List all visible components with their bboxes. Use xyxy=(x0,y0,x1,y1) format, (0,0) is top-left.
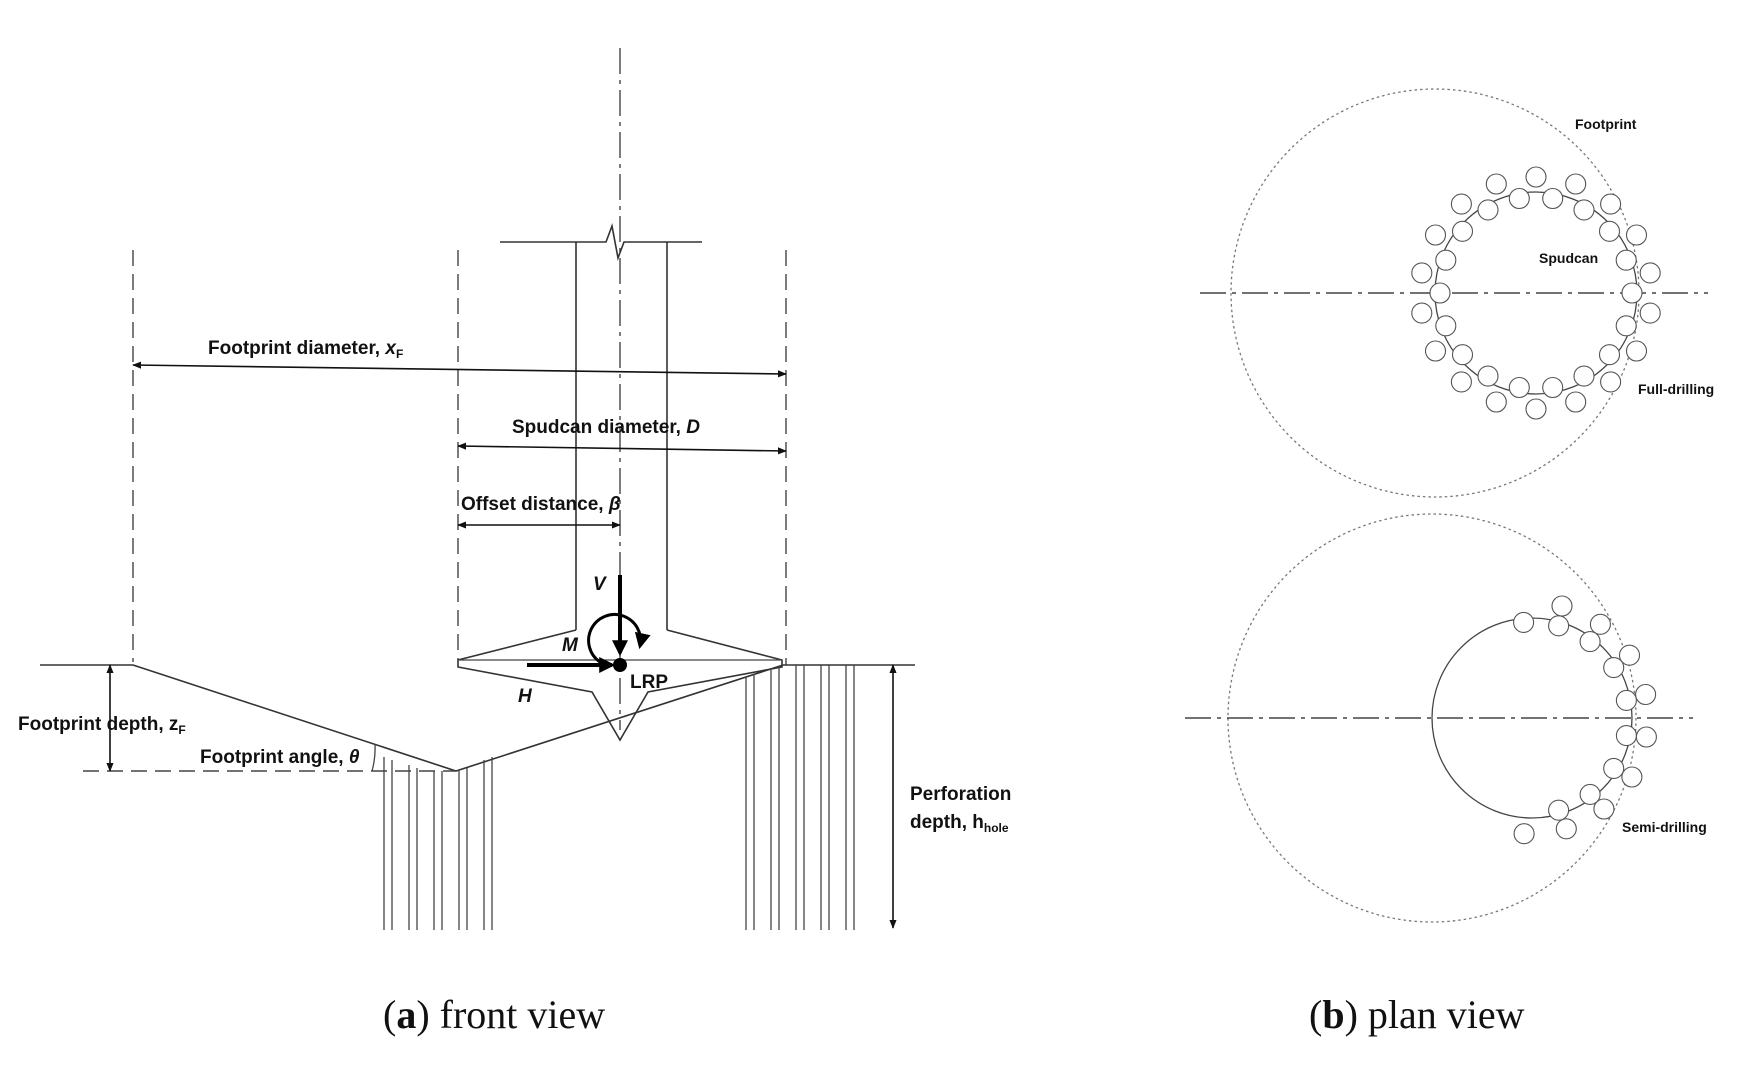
load-reference-point xyxy=(613,658,627,672)
moment-label: M xyxy=(562,635,579,656)
perforation-hole xyxy=(1565,391,1587,413)
footprint-angle-arc xyxy=(371,743,376,772)
moment-arrow xyxy=(587,612,651,664)
perforation-holes-full xyxy=(1411,166,1661,420)
perforation-hole xyxy=(1450,371,1472,393)
spudcan-diameter-arrow xyxy=(457,442,787,455)
perforation-depth-label-line1: Perforation xyxy=(910,784,1011,805)
perforation-lines-right xyxy=(745,665,855,930)
perforation-hole xyxy=(1542,376,1564,399)
perforation-hole xyxy=(1451,344,1474,366)
spudcan-label: Spudcan xyxy=(1539,250,1598,266)
perforation-hole xyxy=(1573,365,1595,387)
perforation-hole xyxy=(1485,391,1507,413)
perforation-hole xyxy=(1593,798,1615,820)
lrp-label: LRP xyxy=(630,672,668,693)
perforation-hole xyxy=(1424,340,1447,362)
perforation-hole xyxy=(1525,398,1547,420)
perforation-hole xyxy=(1598,344,1621,366)
perforation-hole xyxy=(1639,302,1661,324)
perforation-hole xyxy=(1615,249,1637,271)
offset-distance-label: Offset distance, β xyxy=(461,494,621,515)
perforation-hole xyxy=(1625,340,1648,362)
perforation-hole xyxy=(1573,199,1595,221)
perforation-lines-left xyxy=(383,757,493,930)
perforation-depth-label-line2: depth, hhole xyxy=(910,812,1009,835)
perforation-hole xyxy=(1513,611,1535,633)
perforation-hole xyxy=(1450,193,1472,215)
semi-drilling-plan: Semi-drilling xyxy=(1185,513,1707,923)
perforation-hole xyxy=(1411,302,1433,324)
caption-plan-view: (b) plan view xyxy=(1309,992,1525,1037)
perforation-hole xyxy=(1513,823,1535,845)
perforation-hole xyxy=(1600,193,1622,215)
front-view-panel: Footprint diameter, xF Spudcan diameter,… xyxy=(18,48,1011,930)
plan-view-panel: Footprint Spudcan Full-drilling Semi-dri… xyxy=(1185,88,1714,923)
perforation-hole xyxy=(1615,725,1637,747)
perforation-hole xyxy=(1621,282,1643,304)
perforation-hole xyxy=(1542,187,1564,210)
perforation-hole xyxy=(1477,365,1499,387)
perforation-hole xyxy=(1435,249,1457,271)
perforation-hole xyxy=(1551,595,1573,617)
full-drilling-plan: Footprint Spudcan Full-drilling xyxy=(1200,88,1714,498)
perforation-hole xyxy=(1639,262,1661,284)
perforation-hole xyxy=(1565,173,1587,195)
perforation-hole xyxy=(1615,315,1637,337)
perforation-hole xyxy=(1600,371,1622,393)
spudcan-diameter-label: Spudcan diameter, D xyxy=(512,417,700,438)
spudcan-outline xyxy=(457,629,783,742)
perforation-hole xyxy=(1548,799,1570,821)
perforation-hole xyxy=(1603,757,1625,779)
perforation-hole xyxy=(1579,783,1601,805)
full-drilling-label: Full-drilling xyxy=(1638,381,1714,397)
perforation-hole xyxy=(1435,315,1457,337)
footprint-circle-semi xyxy=(1227,513,1637,923)
caption-front-view: (a) front view xyxy=(383,992,605,1037)
perforation-hole xyxy=(1603,657,1625,679)
perforation-hole xyxy=(1635,683,1657,706)
perforation-hole xyxy=(1451,220,1474,242)
perforation-hole xyxy=(1635,726,1657,748)
perforation-hole xyxy=(1508,376,1530,399)
horizontal-load-label: H xyxy=(518,686,533,707)
perforation-hole xyxy=(1598,220,1621,242)
perforation-hole xyxy=(1548,615,1570,637)
vertical-load-label: V xyxy=(593,574,607,595)
footprint-depth-label: Footprint depth, zF xyxy=(18,714,186,737)
footprint-diameter-label: Footprint diameter, xF xyxy=(208,338,403,361)
leg-top-break xyxy=(500,223,702,261)
perforation-hole xyxy=(1579,631,1601,653)
perforation-hole xyxy=(1625,224,1648,246)
perforation-hole xyxy=(1485,173,1507,195)
perforation-hole xyxy=(1618,644,1641,666)
perforation-hole xyxy=(1615,689,1637,711)
perforation-hole xyxy=(1429,282,1451,304)
perforation-holes-semi xyxy=(1513,595,1657,845)
perforation-hole xyxy=(1477,199,1499,221)
perforation-hole xyxy=(1555,818,1577,840)
semi-drilling-label: Semi-drilling xyxy=(1622,819,1707,835)
perforation-hole xyxy=(1424,224,1447,246)
perforation-hole xyxy=(1508,187,1530,210)
footprint-diameter-arrow xyxy=(132,361,787,378)
perforation-hole xyxy=(1525,166,1547,188)
perforation-hole xyxy=(1621,766,1643,788)
footprint-angle-label: Footprint angle, θ xyxy=(200,747,360,768)
footprint-label-full: Footprint xyxy=(1575,116,1637,132)
perforation-hole xyxy=(1589,613,1611,635)
perforation-hole xyxy=(1411,262,1433,284)
